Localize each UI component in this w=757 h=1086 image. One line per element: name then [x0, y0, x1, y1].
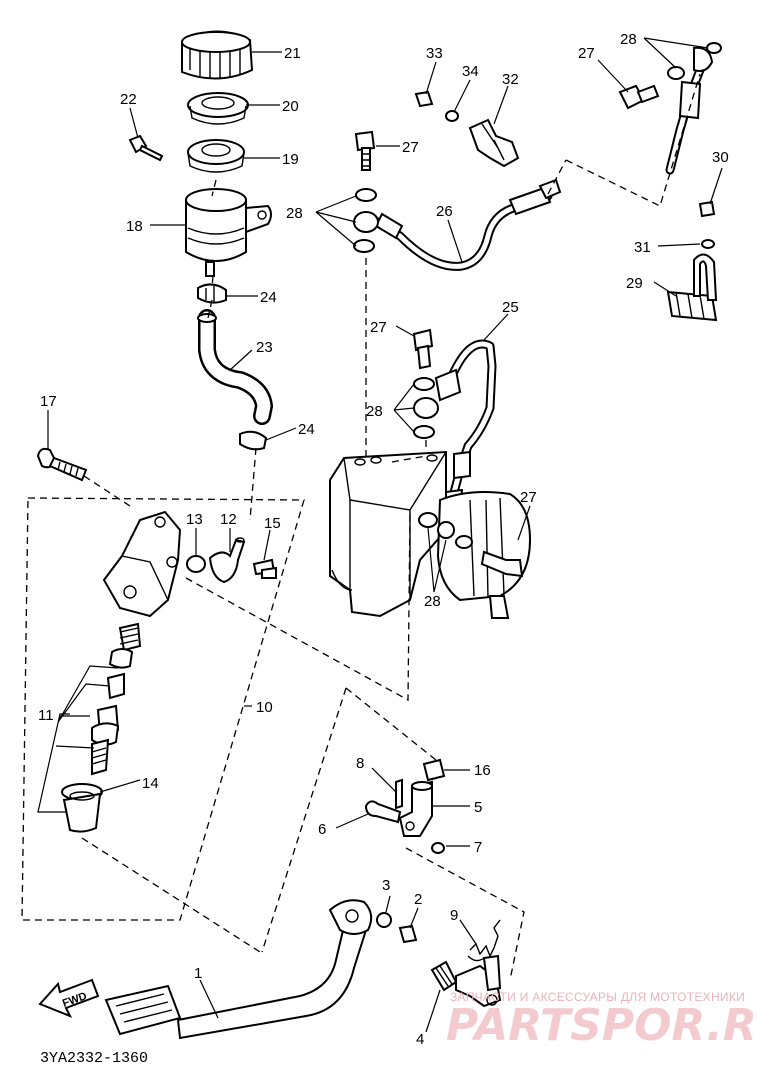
callout-3: 3: [382, 877, 390, 894]
shaft-4: [430, 954, 502, 1008]
clevis-5: [398, 780, 433, 837]
master-cylinder-bolt: [36, 447, 88, 482]
nut-16: [422, 758, 446, 782]
callout-28-top: 28: [286, 205, 303, 222]
piston-kit-11: [91, 622, 142, 776]
callout-27-right: 27: [578, 45, 595, 62]
callout-27-caliper: 27: [520, 489, 537, 506]
callout-1: 1: [194, 965, 202, 982]
union-bolt-27-right: [618, 42, 722, 110]
callout-25: 25: [502, 299, 519, 316]
callout-11: 11: [38, 707, 54, 724]
callout-4: 4: [416, 1031, 424, 1048]
clamp-32: [468, 118, 520, 168]
pin-6: [364, 800, 402, 824]
hose-clamp-bottom: [239, 430, 268, 451]
callout-9: 9: [450, 907, 458, 924]
boot-14: [61, 783, 103, 833]
callout-34: 34: [462, 63, 479, 80]
callout-19: 19: [282, 151, 299, 168]
watermark-caption: ЗАПЧАСТИ И АКСЕССУАРЫ ДЛЯ МОТОТЕХНИКИ: [450, 990, 746, 1004]
callout-32: 32: [502, 71, 519, 88]
callout-27-mid: 27: [370, 319, 387, 336]
reservoir-tank: [185, 188, 272, 277]
hydraulic-unit: [329, 450, 447, 618]
hose-26: [373, 178, 562, 271]
callout-18: 18: [126, 218, 143, 235]
union-bolt-27-mid: [412, 328, 434, 370]
callout-13: 13: [186, 511, 203, 528]
bolt-30: [698, 200, 716, 218]
washer-3: [376, 912, 392, 928]
callout-8: 8: [356, 755, 364, 772]
callout-31: 31: [634, 239, 651, 256]
callout-33: 33: [426, 45, 443, 62]
callout-29: 29: [626, 275, 643, 292]
callout-labels: 21 20 19 18 22 24 23 24 17 13 12 15 11 1…: [38, 31, 729, 1048]
bracket-29: [666, 253, 718, 322]
callout-12: 12: [220, 511, 237, 528]
callout-20: 20: [282, 98, 299, 115]
spring-9: [467, 919, 501, 962]
dashed-reference-lines: [21, 73, 701, 981]
bolt-2: [398, 924, 418, 944]
hose-joint-12: [208, 537, 246, 584]
diagram-code: 3YA2332-1360: [40, 1050, 149, 1067]
cotter-7: [431, 842, 445, 854]
screw-15: [252, 558, 277, 579]
reservoir-bolt: [128, 134, 164, 162]
union-bolt-27-top: [354, 130, 376, 171]
callout-28-right: 28: [620, 31, 637, 48]
washers-28-mid: [413, 377, 439, 439]
callout-27-top: 27: [402, 139, 419, 156]
reservoir-cap: [181, 30, 254, 80]
callout-7: 7: [474, 839, 482, 856]
reservoir-diaphragm: [187, 139, 245, 173]
callout-23: 23: [256, 339, 273, 356]
washer-34: [445, 110, 459, 122]
callout-2: 2: [414, 891, 422, 908]
watermark-logo: PARTSPOR.RU: [446, 1000, 757, 1051]
callout-5: 5: [474, 799, 482, 816]
union-bolt-27-caliper: [480, 550, 524, 578]
callout-24-top: 24: [260, 289, 277, 306]
hose-25: [434, 339, 497, 518]
fwd-arrow-icon: FWD: [38, 978, 100, 1018]
hose-clamp-top: [197, 283, 227, 304]
caliper-washers-28: [418, 512, 473, 549]
callout-28-mid: 28: [366, 403, 383, 420]
callout-10: 10: [256, 699, 273, 716]
reservoir-diaphragm-plate: [187, 92, 249, 125]
callout-26: 26: [436, 203, 453, 220]
callout-30: 30: [712, 149, 729, 166]
master-cylinder-body: [102, 510, 182, 618]
hose-27-rear: [665, 46, 714, 175]
callout-14: 14: [142, 775, 159, 792]
oring-13: [186, 555, 206, 573]
reservoir-hose: [197, 309, 273, 425]
callout-16: 16: [474, 762, 491, 779]
brake-pedal: [104, 899, 373, 1040]
callout-28-caliper: 28: [424, 593, 441, 610]
washers-28-top: [353, 188, 379, 253]
callout-6: 6: [318, 821, 326, 838]
washer-31: [701, 239, 715, 249]
callout-15: 15: [264, 515, 281, 532]
callout-22: 22: [120, 91, 137, 108]
bolt-33: [414, 90, 434, 108]
leader-lines: [37, 37, 723, 1033]
callout-21: 21: [284, 45, 301, 62]
pin-8: [395, 778, 403, 810]
callout-24-bottom: 24: [298, 421, 315, 438]
callout-17: 17: [40, 393, 57, 410]
